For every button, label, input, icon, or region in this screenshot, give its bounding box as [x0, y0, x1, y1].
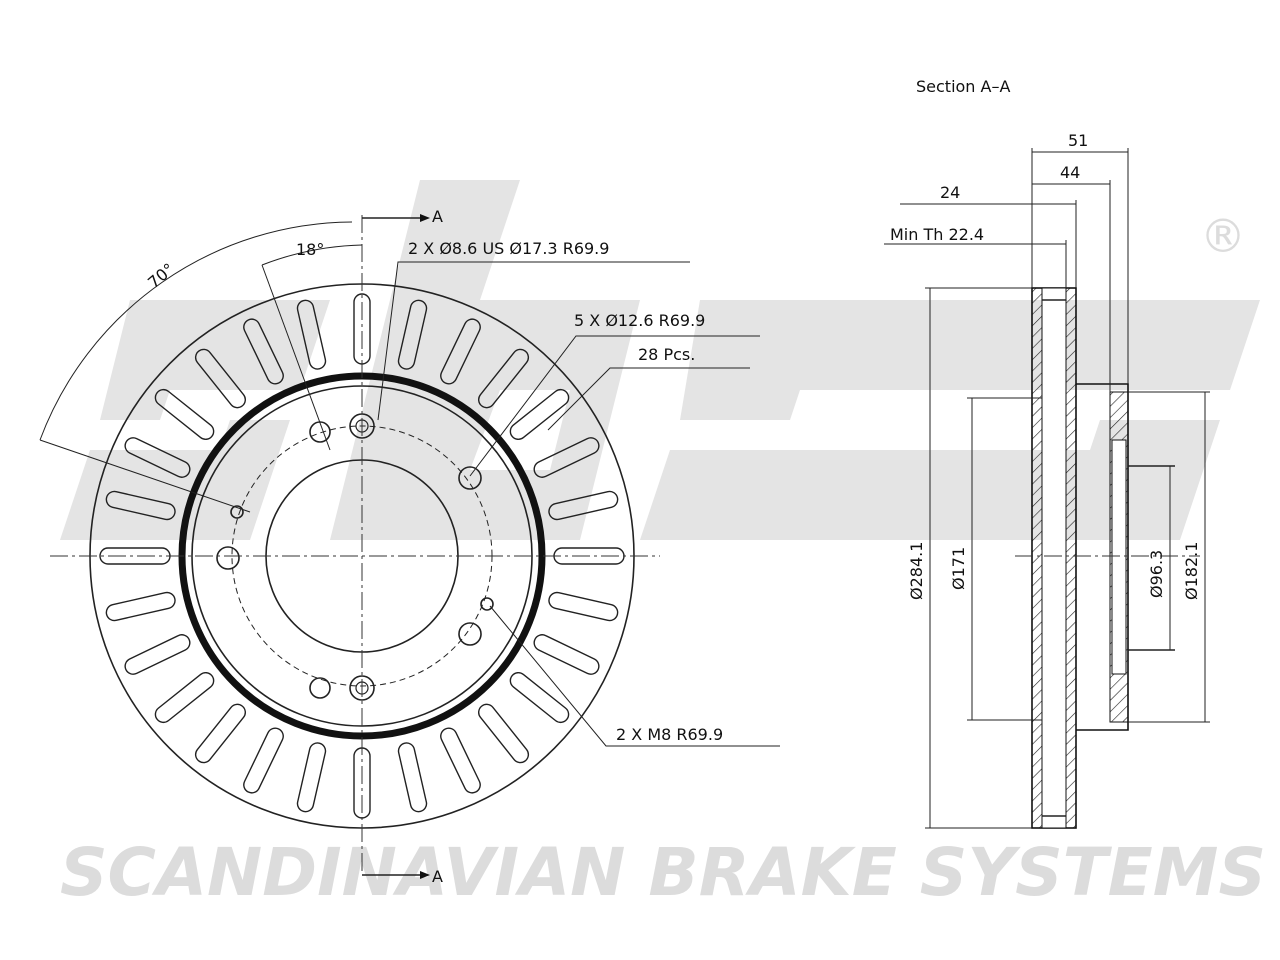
cooling-vanes	[99, 293, 625, 819]
vane-slot	[296, 299, 327, 370]
vane-slot	[397, 299, 428, 370]
section-marker-top: A	[432, 207, 443, 226]
hub-hole	[230, 505, 244, 519]
vane-slot	[105, 490, 176, 521]
angle-arc-70	[39, 221, 353, 441]
vane-slot	[477, 703, 530, 764]
callout-threads: 2 X M8 R69.9	[616, 725, 723, 744]
registered-mark: ®	[1200, 209, 1246, 263]
vane-slot	[105, 591, 176, 622]
vane-slot	[440, 727, 481, 794]
vane-slot	[509, 671, 570, 724]
vane-slot	[296, 742, 327, 813]
vane-slot	[397, 742, 428, 813]
section-marker-bottom: A	[432, 867, 443, 886]
vane-slot	[124, 437, 191, 478]
dia-outer: Ø284.1	[907, 542, 926, 600]
vane-slot	[154, 388, 215, 441]
vane-slot	[154, 671, 215, 724]
section-title: Section A–A	[916, 77, 1010, 96]
dim-pad: 24	[940, 183, 960, 202]
angle-arc-18	[261, 244, 363, 266]
vane-slot	[533, 634, 600, 675]
hub-hole	[480, 597, 494, 611]
vane-slot	[243, 318, 284, 385]
sbs-logo-watermark: SCANDINAVIAN BRAKE SYSTEMS ®	[60, 180, 1266, 911]
vane-slot	[243, 727, 284, 794]
callout-bolt-holes: 5 X Ø12.6 R69.9	[574, 311, 705, 330]
callout-small-holes: 2 X Ø8.6 US Ø17.3 R69.9	[408, 239, 609, 258]
callout-vanes: 28 Pcs.	[638, 345, 695, 364]
hub-hole	[349, 675, 375, 701]
vane-slot	[124, 634, 191, 675]
vane-slot	[477, 348, 530, 409]
dim-overall: 51	[1068, 131, 1088, 150]
vane-slot	[194, 348, 247, 409]
hub-hole	[216, 546, 240, 570]
vane-slot	[533, 437, 600, 478]
vane-slot	[548, 490, 619, 521]
vane-slot	[509, 388, 570, 441]
angle-label-70: 70°	[144, 259, 178, 292]
vane-slot	[548, 591, 619, 622]
hub-hole	[458, 622, 482, 646]
vane-slot	[194, 703, 247, 764]
dim-thickness: 44	[1060, 163, 1080, 182]
disc-section-view: Section A–A 51 44 24 Min Th 22.4 Ø284.1	[884, 77, 1210, 829]
dia-inner: Ø171	[949, 547, 968, 590]
brand-watermark-text: SCANDINAVIAN BRAKE SYSTEMS	[60, 834, 1266, 911]
angle-label-18: 18°	[296, 240, 324, 259]
dia-hat: Ø182.1	[1182, 542, 1201, 600]
dim-min-thickness: Min Th 22.4	[890, 225, 984, 244]
vane-slot	[440, 318, 481, 385]
disc-front-view: A A 70° 18° 2 X Ø8.6 US Ø17.3 R69.9 5 X …	[39, 207, 780, 886]
hub-hole	[309, 677, 331, 699]
hub-hole	[309, 421, 331, 443]
dia-hub: Ø96.3	[1147, 550, 1166, 598]
hub-hole	[458, 466, 482, 490]
